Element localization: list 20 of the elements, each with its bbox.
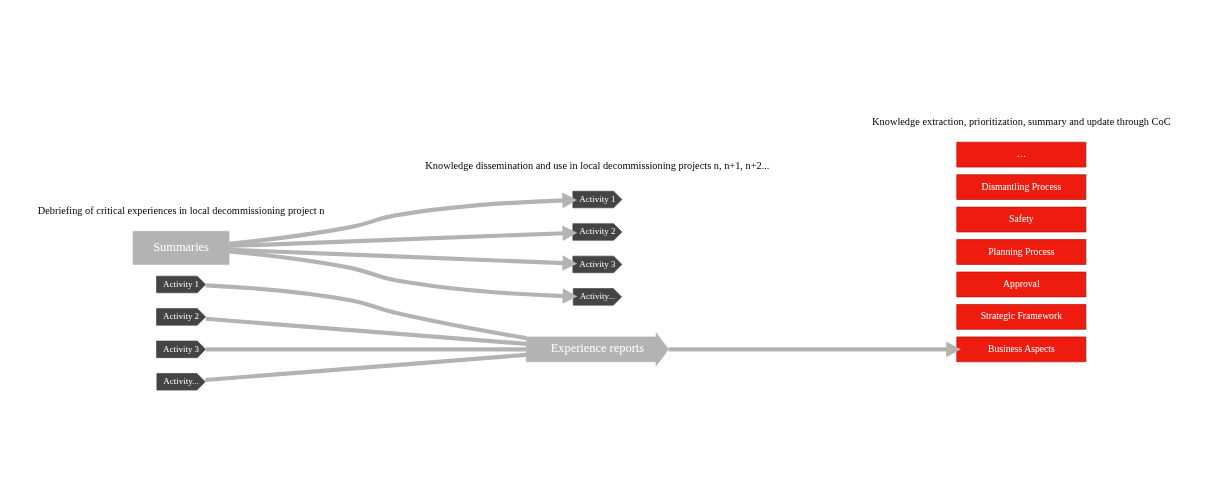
label: Knowledge extraction, prioritization, summary and update through CoC xyxy=(872,115,1171,127)
arrow xyxy=(668,341,961,358)
node-box: Strategic Framework xyxy=(956,304,1087,330)
connector xyxy=(205,316,527,346)
node-box: Safety xyxy=(956,206,1087,233)
label: Knowledge dissemination and use in local decommissioning projects n, n+1, n+2... xyxy=(425,160,770,172)
node-box: Summaries xyxy=(132,230,230,265)
connector xyxy=(205,352,527,383)
connector xyxy=(205,347,527,352)
node-box: … xyxy=(956,141,1087,168)
node-box: Approval xyxy=(956,271,1087,298)
arrow xyxy=(228,249,578,304)
label: Debriefing of critical experiences in local decommissioning project n xyxy=(37,204,325,216)
connector xyxy=(205,283,527,341)
arrow xyxy=(228,192,578,246)
node-box: Dismantling Process xyxy=(956,174,1087,200)
node-box: Planning Process xyxy=(956,239,1087,265)
arrow xyxy=(229,247,578,271)
node-box: Business Aspects xyxy=(956,336,1087,363)
arrow xyxy=(229,225,578,249)
